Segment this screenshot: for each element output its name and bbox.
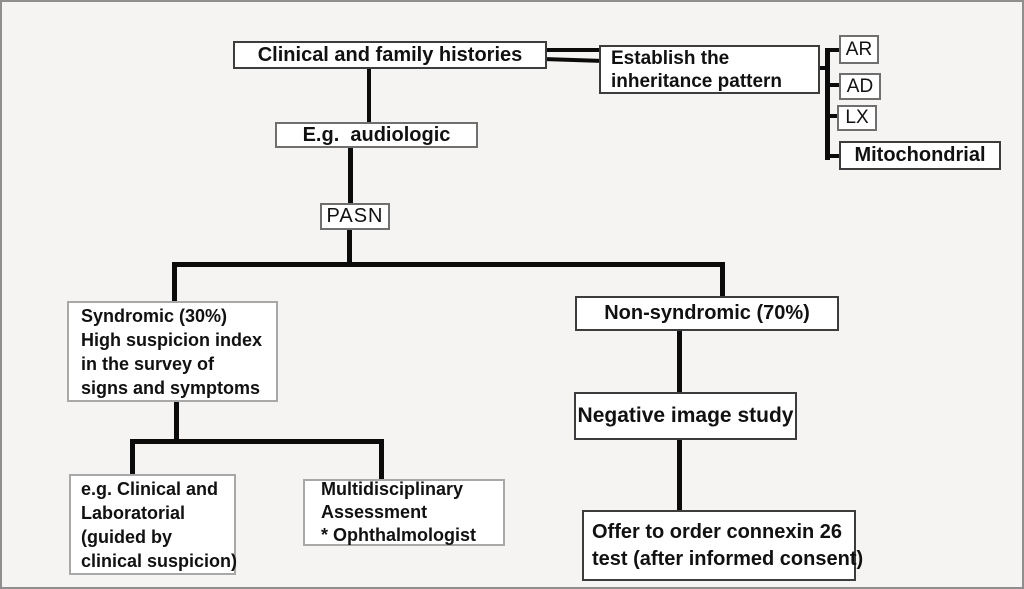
node-label-line: e.g. Clinical and xyxy=(81,478,219,499)
tick-to-ad xyxy=(825,83,839,87)
node-label-line: High suspicion index xyxy=(81,329,263,350)
node-clinical-family-histories: Clinical and family histories xyxy=(233,41,547,69)
edge-pasn-to-branch xyxy=(347,230,352,264)
tick-to-mitochondrial xyxy=(825,154,839,158)
edge-branch-to-syndromic xyxy=(172,262,177,302)
node-label: Mitochondrial xyxy=(854,144,986,166)
node-label-line: clinical suspicion) xyxy=(81,550,238,571)
node-multidisciplinary-assessment: Multidisciplinary Assessment * Ophthalmo… xyxy=(303,479,505,546)
node-pasn: PASN xyxy=(320,203,390,230)
node-ar: AR xyxy=(839,35,879,64)
node-label: AD xyxy=(846,75,874,97)
edge-branch2-to-multidisciplinary xyxy=(379,439,384,479)
node-label: PASN xyxy=(326,205,384,227)
double-link-bottom xyxy=(546,57,601,63)
double-link-top xyxy=(547,48,600,52)
edge-branch2-to-clinical-lab xyxy=(130,439,135,475)
node-label: E.g. audiologic xyxy=(302,123,451,146)
node-label: LX xyxy=(845,107,869,128)
node-lx: LX xyxy=(837,105,877,131)
node-label-line: test (after informed consent) xyxy=(592,547,864,570)
node-label-line: signs and symptoms xyxy=(81,377,261,398)
edge-branch-to-nonsyndromic xyxy=(720,262,725,297)
node-label-line: inheritance pattern xyxy=(611,70,783,92)
branch-horizontal-syndromic xyxy=(130,439,384,444)
node-non-syndromic: Non-syndromic (70%) xyxy=(575,296,839,331)
node-syndromic: Syndromic (30%) High suspicion index in … xyxy=(67,301,278,402)
node-negative-image-study: Negative image study xyxy=(574,392,797,440)
tick-to-lx xyxy=(825,114,837,118)
edge-establish-to-spine xyxy=(818,66,830,70)
node-establish-inheritance-pattern: Establish the inheritance pattern xyxy=(599,45,820,94)
node-offer-connexin-test: Offer to order connexin 26 test (after i… xyxy=(582,510,864,581)
node-label: Non-syndromic (70%) xyxy=(604,302,810,324)
node-label-line: Offer to order connexin 26 xyxy=(592,520,843,543)
edge-nonsyndromic-to-negative xyxy=(677,331,682,392)
node-audiologic: E.g. audiologic xyxy=(275,122,478,148)
node-clinical-laboratorial: e.g. Clinical and Laboratorial (guided b… xyxy=(69,474,238,575)
edge-clinical-to-audiologic xyxy=(367,69,371,123)
tick-to-ar xyxy=(825,48,839,52)
node-label-line: Syndromic (30%) xyxy=(81,305,228,326)
edge-syndromic-to-branch2 xyxy=(174,402,179,442)
node-label-line: Multidisciplinary xyxy=(321,479,464,499)
node-label-line: * Ophthalmologist xyxy=(321,525,476,545)
node-ad: AD xyxy=(839,73,881,100)
node-label: Negative image study xyxy=(577,404,794,427)
edge-audiologic-to-pasn xyxy=(348,148,353,204)
node-label: Clinical and family histories xyxy=(257,43,523,66)
node-label-line: Assessment xyxy=(321,502,428,522)
branch-horizontal-main xyxy=(172,262,725,267)
node-label-line: Establish the xyxy=(611,47,730,69)
edge-negative-to-offer xyxy=(677,440,682,510)
node-mitochondrial: Mitochondrial xyxy=(839,141,1001,170)
node-label-line: in the survey of xyxy=(81,353,215,374)
inheritance-spine xyxy=(825,48,830,160)
node-label-line: Laboratorial xyxy=(81,502,186,523)
node-label: AR xyxy=(845,38,873,60)
node-label-line: (guided by xyxy=(81,526,172,547)
